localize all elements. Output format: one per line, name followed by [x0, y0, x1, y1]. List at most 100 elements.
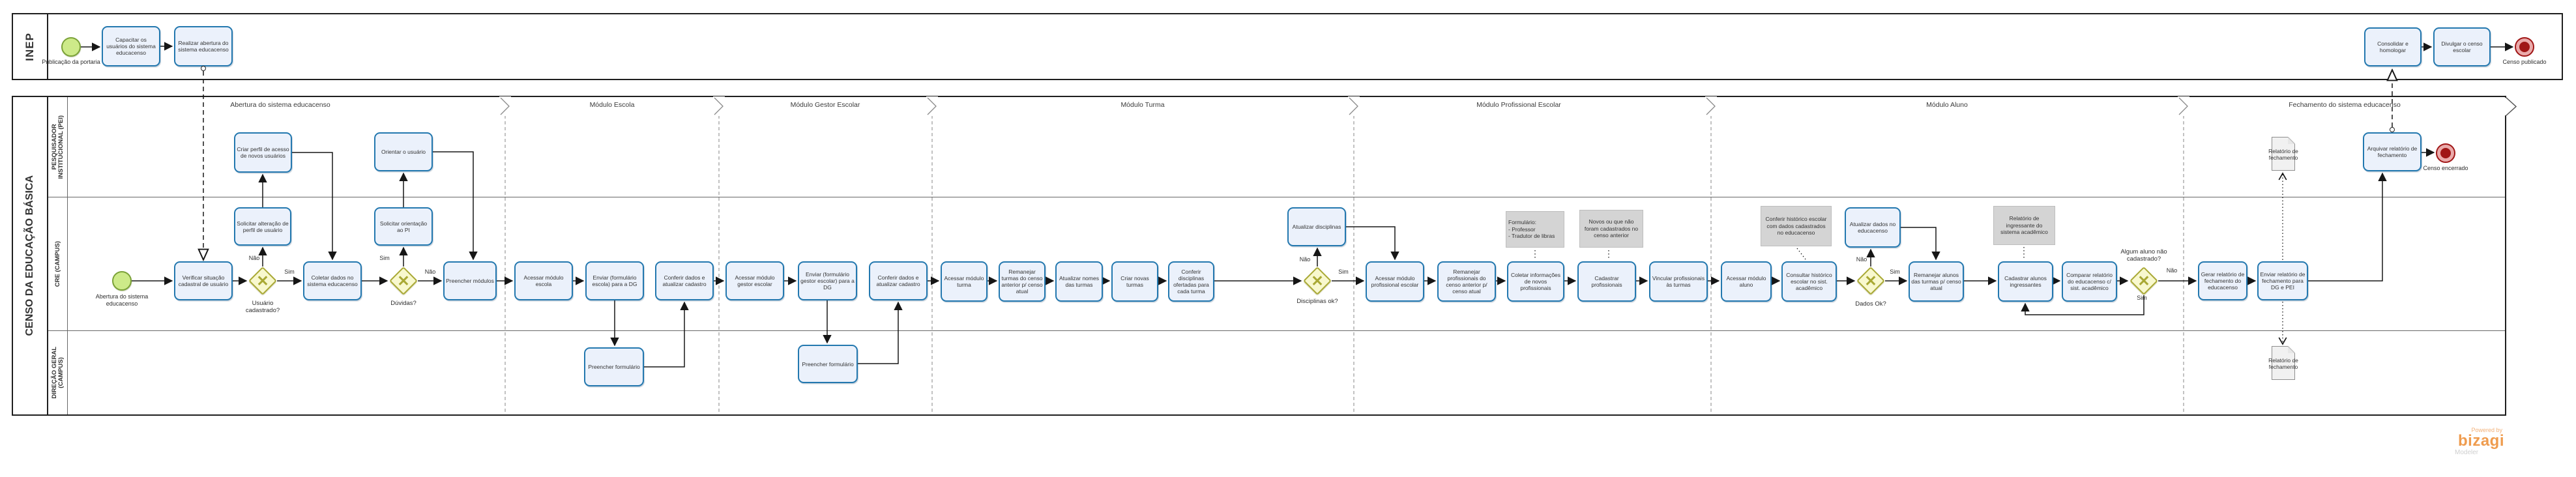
- task-consolidar-homologar[interactable]: Consolidar e homologar: [2364, 27, 2422, 66]
- document-label: Relatório de fechamento: [2268, 148, 2298, 161]
- task-arquivar-relatorio[interactable]: Arquivar relatório de fechamento: [2363, 132, 2422, 171]
- task-realizar-abertura[interactable]: Realizar abertura do sistema educacenso: [174, 26, 233, 66]
- label-flow-sim-4: Sim: [1890, 268, 1900, 275]
- task-preencher-modulos[interactable]: Preencher módulos: [443, 261, 497, 300]
- task-acessar-modulo-escola[interactable]: Acessar módulo escola: [514, 261, 573, 300]
- phase-label-modulo-gestor-escolar: Módulo Gestor Escolar: [790, 101, 860, 109]
- annotation-conferir-historico[interactable]: Conferir histórico escolar com dados cad…: [1761, 206, 1832, 246]
- task-cadastrar-alunos[interactable]: Cadastrar alunos ingressantes: [1998, 261, 2053, 302]
- pool-inep-title-label: INEP: [23, 32, 36, 61]
- gateway-aluno-nao-cadastrado[interactable]: ✕: [2130, 267, 2158, 295]
- pool-main-title-label: CENSO DA EDUCAÇÃO BÁSICA: [24, 175, 35, 336]
- task-verificar-situacao-cadastral[interactable]: Verificar situação cadastral de usuário: [174, 261, 233, 300]
- task-criar-perfil-acesso[interactable]: Criar perfil de acesso de novos usuários: [234, 132, 292, 173]
- task-gerar-relatorio-fechamento[interactable]: Gerar relatório de fechamento do educace…: [2198, 261, 2247, 300]
- lane-title-cre: CRE (CAMPUS): [48, 197, 68, 330]
- message-source-dot-1: [201, 66, 206, 71]
- task-acessar-modulo-gestor[interactable]: Acessar módulo gestor escolar: [725, 261, 784, 300]
- task-capacitar-usuarios[interactable]: Capacitar os usuários do sistema educace…: [102, 26, 160, 66]
- task-atualizar-nomes-turmas[interactable]: Atualizar nomes das turmas: [1055, 261, 1103, 302]
- label-flow-sim-5: Sim: [2137, 295, 2147, 301]
- label-gw-disciplinas-ok: Disciplinas ok?: [1296, 298, 1338, 305]
- document-label: Relatório de fechamento: [2268, 357, 2298, 370]
- label-gw-duvidas: Dúvidas?: [390, 300, 417, 307]
- terminate-circle-icon: [2519, 42, 2530, 52]
- phase-label-modulo-aluno: Módulo Aluno: [1926, 101, 1968, 109]
- exclusive-gateway-x-icon: ✕: [1311, 272, 1324, 289]
- lane-label-pei: PESQUISADOR INSTITUCIONAL (PEI): [50, 115, 65, 179]
- label-gw-dados-ok: Dados Ok?: [1855, 300, 1886, 308]
- pool-main-title: CENSO DA EDUCAÇÃO BÁSICA: [13, 97, 48, 414]
- task-remanejar-profissionais[interactable]: Remanejar profissionais do censo anterio…: [1437, 261, 1496, 302]
- task-remanejar-alunos[interactable]: Remanejar alunos das turmas p/ censo atu…: [1909, 261, 1964, 302]
- task-consultar-historico[interactable]: Consultar histórico escolar no sist. aca…: [1781, 261, 1837, 302]
- task-coletar-dados-sistema[interactable]: Coletar dados no sistema educacenso: [303, 261, 362, 300]
- end-event-censo-encerrado[interactable]: [2436, 143, 2455, 163]
- lane-body-cre: [68, 197, 2505, 330]
- gateway-usuario-cadastrado[interactable]: ✕: [248, 267, 277, 295]
- bizagi-modeler-label: Modeler: [2455, 449, 2479, 456]
- task-conferir-disciplinas[interactable]: Conferir disciplinas ofertadas para cada…: [1168, 261, 1214, 302]
- task-preencher-formulario-escola[interactable]: Preencher formulário: [584, 347, 644, 386]
- phase-label-fechamento: Fechamento do sistema educacenso: [2289, 101, 2401, 109]
- task-acessar-modulo-turma[interactable]: Acessar módulo turma: [941, 261, 988, 302]
- end-event-censo-publicado[interactable]: [2515, 37, 2534, 57]
- annotation-formulario-professor[interactable]: Formulário: - Professor - Tradutor de li…: [1506, 211, 1564, 248]
- band-end-arrow-icon: [2505, 96, 2517, 117]
- start-event-abertura-sistema[interactable]: [112, 271, 132, 291]
- lane-body-dg: [68, 331, 2505, 414]
- task-orientar-usuario[interactable]: Orientar o usuário: [374, 132, 433, 171]
- gateway-dados-ok[interactable]: ✕: [1856, 267, 1885, 295]
- pool-inep-title: INEP: [13, 14, 48, 79]
- label-flow-sim-3: Sim: [1338, 268, 1349, 275]
- phase-label-modulo-escola: Módulo Escola: [589, 101, 635, 109]
- label-flow-nao-4: Não: [1856, 256, 1867, 263]
- label-flow-nao-3: Não: [1299, 256, 1311, 263]
- document-relatorio-fechamento-pei[interactable]: Relatório de fechamento: [2268, 137, 2298, 171]
- gateway-disciplinas-ok[interactable]: ✕: [1303, 267, 1332, 295]
- task-conferir-dados-escola[interactable]: Conferir dados e atualizar cadastro: [655, 261, 714, 300]
- lane-title-pei: PESQUISADOR INSTITUCIONAL (PEI): [48, 97, 68, 197]
- label-censo-publicado: Censo publicado: [2502, 59, 2547, 65]
- task-enviar-formulario-escola[interactable]: Enviar (formulário escola) para a DG: [585, 261, 644, 300]
- annotation-relatorio-ingressante[interactable]: Relatório de ingressante do sistema acad…: [1993, 206, 2055, 245]
- label-censo-encerrado: Censo encerrado: [2423, 165, 2468, 171]
- label-gw-usuario-cadastrado: Usuário cadastrado?: [245, 300, 280, 314]
- exclusive-gateway-x-icon: ✕: [1864, 272, 1877, 289]
- task-coletar-informacoes[interactable]: Coletar informações de novos profissiona…: [1507, 261, 1564, 302]
- task-enviar-relatorio-fechamento[interactable]: Enviar relatório de fechamento para DG e…: [2257, 261, 2308, 300]
- task-solicitar-alteracao-perfil[interactable]: Solicitar alteração de perfil de usuário: [234, 207, 291, 246]
- exclusive-gateway-x-icon: ✕: [256, 272, 269, 289]
- bizagi-brand-label: bizagi: [2457, 432, 2504, 450]
- task-vincular-profissionais[interactable]: Vincular profissionais às turmas: [1649, 261, 1708, 302]
- task-cadastrar-profissionais[interactable]: Cadastrar profissionais: [1577, 261, 1636, 302]
- phase-label-modulo-turma: Módulo Turma: [1120, 101, 1165, 109]
- exclusive-gateway-x-icon: ✕: [2137, 272, 2150, 289]
- task-enviar-formulario-gestor[interactable]: Enviar (formulário gestor escolar) para …: [798, 261, 857, 300]
- task-divulgar-censo-escolar[interactable]: Divulgar o censo escolar: [2433, 27, 2491, 66]
- annotation-novos-nao-cadastrados[interactable]: Novos ou que não foram cadastrados no ce…: [1579, 210, 1643, 248]
- message-source-dot-2: [2390, 127, 2395, 132]
- task-remanejar-turmas[interactable]: Remanejar turmas do censo anterior p/ ce…: [999, 261, 1046, 302]
- task-criar-novas-turmas[interactable]: Criar novas turmas: [1111, 261, 1158, 302]
- task-atualizar-disciplinas[interactable]: Atualizar disciplinas: [1287, 207, 1346, 246]
- gateway-duvidas[interactable]: ✕: [389, 267, 418, 295]
- phase-label-modulo-profissional-escolar: Módulo Profissional Escolar: [1476, 101, 1561, 109]
- task-acessar-modulo-aluno[interactable]: Acessar módulo aluno: [1721, 261, 1772, 302]
- lane-cre: CRE (CAMPUS): [48, 197, 2505, 331]
- task-comparar-relatorio[interactable]: Comparar relatório do educacenso c/ sist…: [2062, 261, 2117, 302]
- task-solicitar-orientacao-pi[interactable]: Solicitar orientação ao PI: [374, 207, 433, 246]
- task-preencher-formulario-gestor[interactable]: Preencher formulário: [798, 345, 858, 383]
- phase-label-abertura: Abertura do sistema educacenso: [230, 101, 330, 109]
- label-flow-nao-1: Não: [248, 255, 260, 261]
- label-abertura-do-sistema: Abertura do sistema educacenso: [95, 293, 149, 307]
- document-relatorio-fechamento-dg[interactable]: Relatório de fechamento: [2268, 346, 2298, 380]
- bizagi-logo: Powered by bizagi Modeler: [2446, 427, 2504, 456]
- start-event-publicacao-portaria[interactable]: [61, 37, 81, 57]
- exclusive-gateway-x-icon: ✕: [397, 272, 410, 289]
- task-conferir-dados-gestor[interactable]: Conferir dados e atualizar cadastro: [869, 261, 928, 300]
- task-acessar-modulo-profissional[interactable]: Acessar módulo profissional escolar: [1366, 261, 1424, 302]
- lane-body-pei: [68, 97, 2505, 197]
- task-atualizar-dados-educacenso[interactable]: Atualizar dados no educacenso: [1845, 207, 1901, 248]
- pool-inep-body: [48, 14, 2562, 79]
